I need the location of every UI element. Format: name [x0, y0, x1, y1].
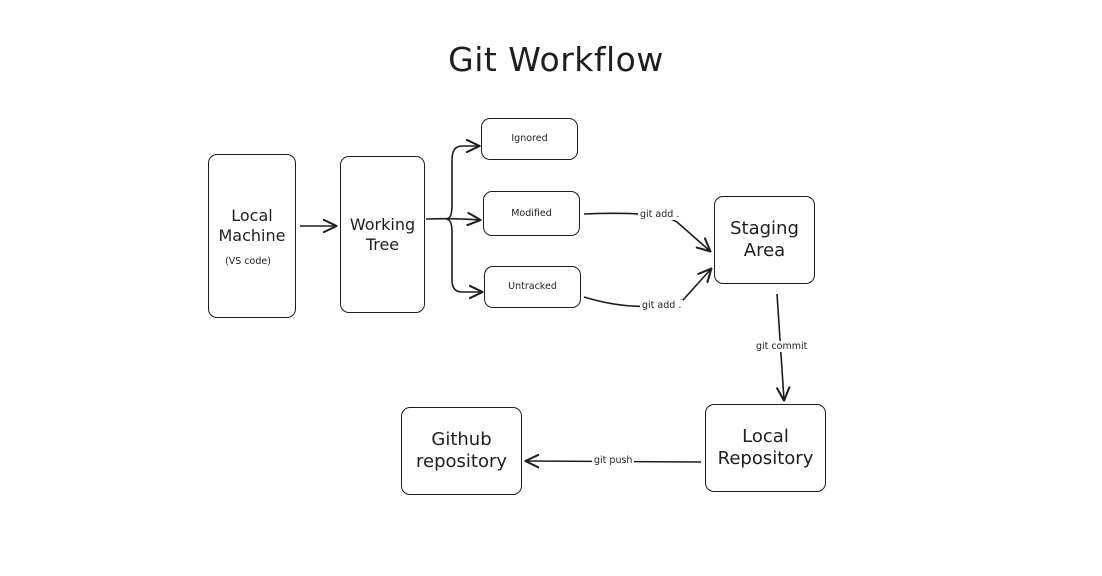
edge-label-staging-to-local: git commit	[754, 341, 810, 352]
node-local-repository: Local Repository	[705, 404, 826, 492]
edge-label-modified-to-staging: git add .	[638, 209, 682, 220]
edge-label-untracked-to-staging: git add .	[640, 300, 684, 311]
node-github-repository: Github repository	[401, 407, 522, 495]
arrow-working-tree-to-ignored	[445, 146, 479, 220]
node-untracked-label: Untracked	[508, 281, 557, 293]
node-working-tree: Working Tree	[340, 156, 425, 313]
node-modified: Modified	[483, 191, 580, 236]
node-ignored-label: Ignored	[511, 133, 548, 145]
node-local-machine: Local Machine (VS code)	[208, 154, 296, 318]
arrow-working-tree-to-modified	[425, 219, 480, 220]
node-staging-area: Staging Area	[714, 196, 815, 284]
arrow-working-tree-to-untracked	[445, 218, 482, 292]
diagram-title: Git Workflow	[448, 40, 664, 79]
node-working-tree-label: Working Tree	[349, 214, 416, 254]
node-ignored: Ignored	[481, 118, 578, 160]
node-local-repository-label: Local Repository	[717, 425, 814, 470]
node-local-machine-sublabel: (VS code)	[225, 255, 271, 267]
node-github-repository-label: Github repository	[415, 428, 508, 473]
node-local-machine-label: Local Machine	[218, 205, 286, 245]
node-untracked: Untracked	[484, 266, 581, 308]
edge-label-local-to-github: git push	[592, 455, 635, 466]
node-staging-area-label: Staging Area	[730, 217, 799, 262]
node-modified-label: Modified	[511, 207, 552, 219]
